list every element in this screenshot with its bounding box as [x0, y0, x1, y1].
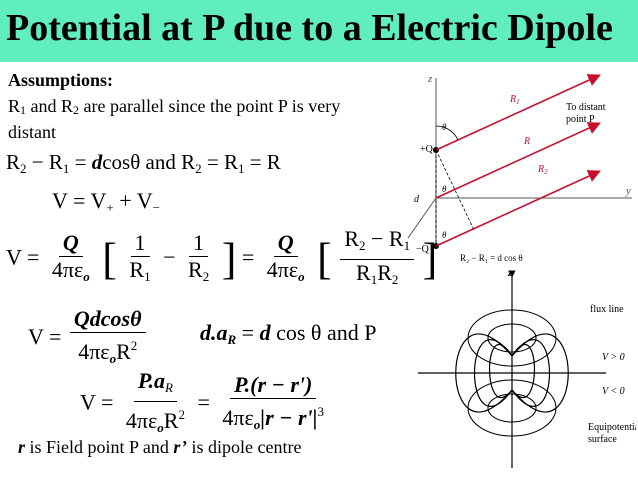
- ray-r1: [435, 74, 601, 151]
- theta-label-top: θ: [442, 122, 447, 132]
- z-label-bottom: z: [507, 268, 512, 279]
- equation-dot-product: d.aR = d cos θ and P: [200, 320, 377, 347]
- x-axis: [407, 197, 437, 239]
- equation-superposition: V = V+ + V−: [52, 188, 160, 215]
- equation-path-difference: R2 − R1 = dcosθ and R2 = R1 = R: [6, 150, 281, 176]
- assumptions-text: R1 and R2 are parallel since the point P…: [8, 96, 341, 142]
- ray-r2: [435, 170, 601, 247]
- title-bar: Potential at P due to a Electric Dipole: [0, 0, 638, 62]
- d-label: d: [414, 194, 420, 205]
- slide-title: Potential at P due to a Electric Dipole: [6, 7, 613, 49]
- theta-label-mid: θ: [442, 184, 447, 194]
- equipotential-label-1: Equipotential: [588, 422, 636, 433]
- bottom-note: r is Field point P and r’ is dipole cent…: [18, 437, 302, 457]
- z-label: z: [427, 73, 433, 85]
- equipotential-circles: [467, 309, 557, 437]
- v-positive-label: V > 0: [602, 352, 625, 363]
- to-distant-label: To distant: [566, 102, 606, 113]
- theta-arc-top: [435, 125, 459, 141]
- ray-r: [435, 122, 601, 199]
- plus-q-label: +Q: [420, 144, 434, 155]
- point-p-label: point P: [566, 114, 595, 125]
- flux-lines: [455, 333, 569, 413]
- v-negative-label: V < 0: [602, 386, 625, 397]
- dipole-geometry-diagram: z y +Q −Q d R1 R R2 θ θ θ To distant poi…: [407, 73, 632, 263]
- minus-q-label: −Q: [416, 244, 430, 255]
- r-label: R: [523, 136, 530, 147]
- equipotential-label-2: surface: [588, 434, 617, 445]
- r2-label: R2: [537, 164, 548, 176]
- difference-label: R₂ − R₁ = d cos θ: [460, 253, 523, 263]
- flux-line-label: flux line: [590, 304, 624, 315]
- field-lines-diagram: z flux line V > 0 V < 0 Equipotential su…: [418, 268, 636, 468]
- theta-label-bottom: θ: [442, 230, 447, 240]
- r1-label: R1: [509, 94, 520, 106]
- y-label: y: [625, 185, 631, 197]
- assumptions-heading: Assumptions:: [8, 70, 114, 90]
